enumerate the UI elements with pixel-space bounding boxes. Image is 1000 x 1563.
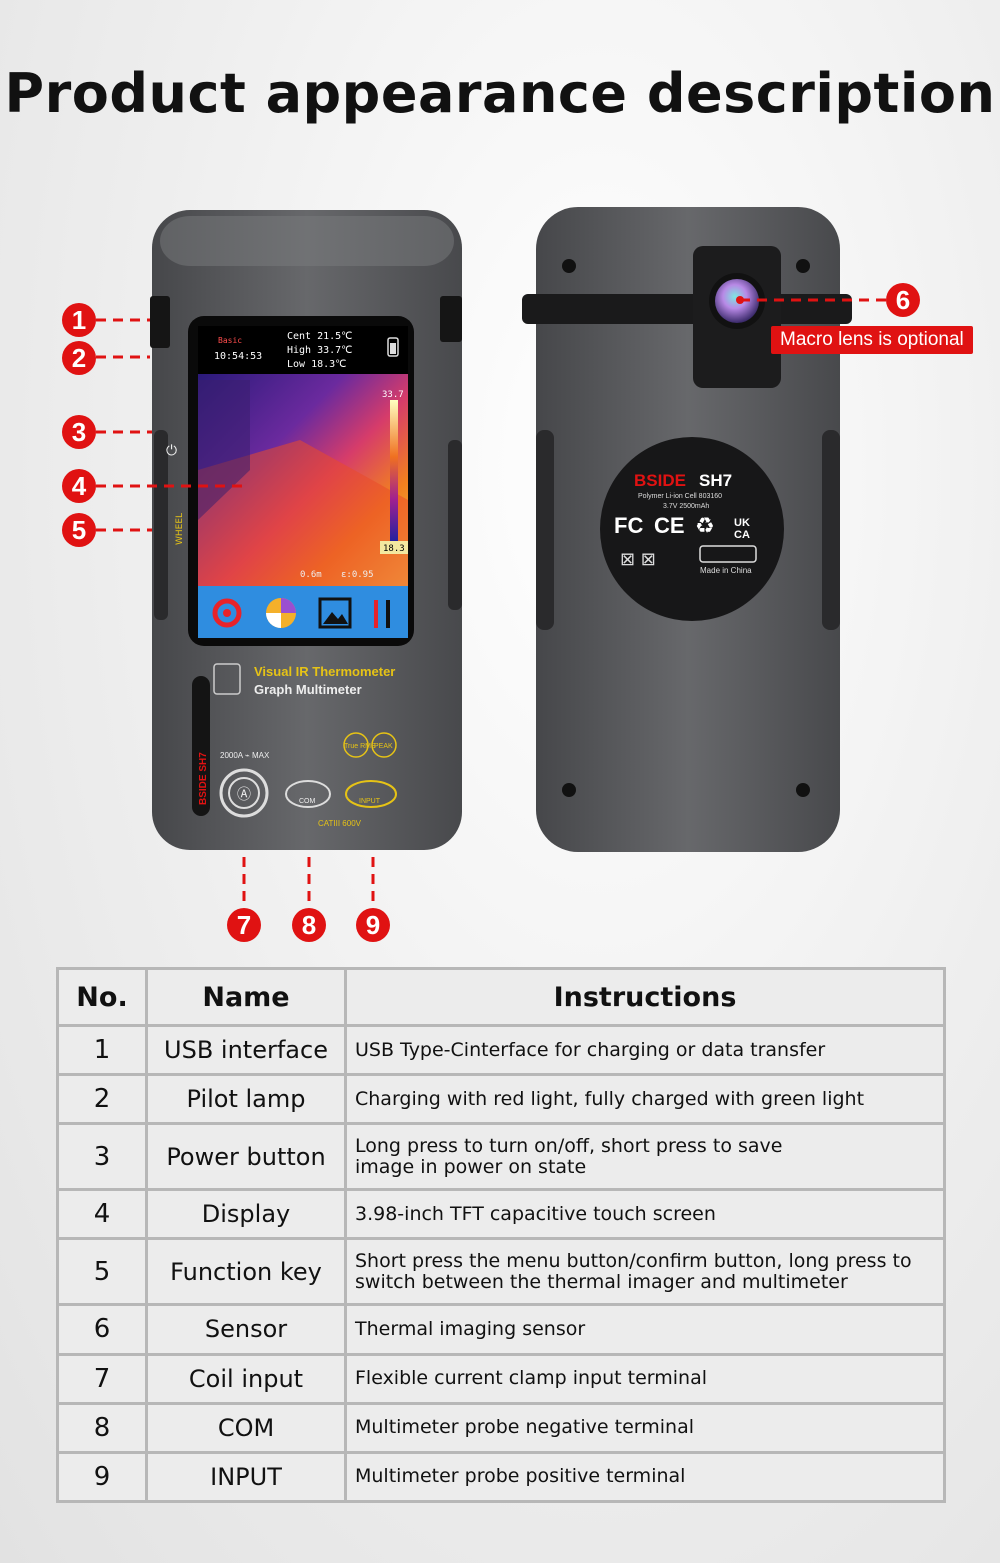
wheel-label: WHEEL	[175, 513, 185, 545]
product-illustration: ⏻ WHEEL Basic 10:54:53 Cent 21.5℃ High 3…	[96, 207, 886, 906]
back-brand: BSIDE	[634, 471, 686, 490]
weee-icon: ⊠ ⊠	[620, 549, 656, 570]
row-instructions: Flexible current clamp input terminal	[344, 1352, 946, 1405]
row-instructions: Charging with red light, fully charged w…	[344, 1073, 946, 1126]
row-name: Sensor	[145, 1303, 347, 1356]
header-no: No.	[56, 967, 148, 1027]
callout-5: 5	[62, 513, 96, 547]
row-name: Pilot lamp	[145, 1073, 347, 1126]
gallery-icon[interactable]	[318, 597, 352, 629]
row-no: 7	[56, 1352, 148, 1405]
back-model: SH7	[699, 471, 732, 490]
battery-icon	[387, 337, 399, 357]
row-name: INPUT	[145, 1450, 347, 1504]
clamp-icon: Ⓐ	[237, 786, 251, 802]
callout-4: 4	[62, 469, 96, 503]
table-row: 3 Power button Long press to turn on/off…	[56, 1122, 946, 1192]
power-icon: ⏻	[166, 443, 177, 459]
page-title: Product appearance description	[4, 62, 996, 125]
gear-icon[interactable]	[212, 598, 242, 628]
callout-9: 9	[356, 908, 390, 942]
side-strip-label: BSIDE SH7	[198, 752, 209, 805]
table-row: 9 INPUT Multimeter probe positive termin…	[56, 1450, 946, 1504]
row-instructions: Short press the menu button/confirm butt…	[344, 1237, 946, 1307]
fcc-icon: FC	[614, 513, 643, 538]
row-no: 4	[56, 1188, 148, 1241]
screen-low: Low 18.3℃	[287, 359, 346, 370]
input-port[interactable]	[345, 780, 397, 808]
scale-max: 33.7	[382, 390, 404, 400]
screen-emissivity: ε:0.95	[341, 570, 374, 580]
row-no: 1	[56, 1023, 148, 1077]
coil-input-port[interactable]	[219, 768, 269, 818]
device-front: ⏻ WHEEL Basic 10:54:53 Cent 21.5℃ High 3…	[150, 210, 462, 850]
leader-lines	[96, 298, 886, 906]
row-name: USB interface	[145, 1023, 347, 1077]
row-name: Coil input	[145, 1352, 347, 1405]
input-label: INPUT	[359, 798, 381, 805]
table-row: 5 Function key Short press the menu butt…	[56, 1237, 946, 1307]
table-row: 8 COM Multimeter probe negative terminal	[56, 1401, 946, 1454]
ce-icon: CE	[654, 513, 685, 538]
row-instructions: Thermal imaging sensor	[344, 1303, 946, 1356]
brand-line-1: Visual IR Thermometer	[254, 664, 395, 679]
com-label: COM	[299, 798, 316, 805]
row-no: 3	[56, 1122, 148, 1192]
color-scale	[390, 400, 398, 542]
row-no: 5	[56, 1237, 148, 1307]
row-instructions: 3.98-inch TFT capacitive touch screen	[344, 1188, 946, 1241]
screen-time: 10:54:53	[214, 351, 262, 362]
peak-badge: PEAK	[374, 743, 393, 750]
com-port[interactable]	[285, 780, 331, 808]
row-name: COM	[145, 1401, 347, 1454]
header-name: Name	[145, 967, 347, 1027]
screen-mode: Basic	[218, 336, 242, 345]
usb-port-cover	[150, 296, 170, 348]
callout-6: 6	[886, 283, 920, 317]
table-row: 7 Coil input Flexible current clamp inpu…	[56, 1352, 946, 1405]
made-in-label: Made in China	[700, 566, 752, 575]
clamp-rating: 2000A ⌁ MAX	[220, 751, 270, 760]
battery-line-1: Polymer Li-ion Cell 803160	[638, 493, 722, 500]
recycle-icon: ♻	[695, 514, 715, 539]
row-no: 2	[56, 1073, 148, 1126]
callout-7: 7	[227, 908, 261, 942]
callout-2: 2	[62, 341, 96, 375]
row-instructions: USB Type-Cinterface for charging or data…	[344, 1023, 946, 1077]
true-rms-badge: True RMS	[344, 743, 376, 750]
row-name: Power button	[145, 1122, 347, 1192]
device-back: BSIDE SH7 Polymer Li-ion Cell 803160 3.7…	[522, 207, 852, 852]
table-header-row: No. Name Instructions	[56, 967, 946, 1027]
callout-3: 3	[62, 415, 96, 449]
cat-rating: CATIII 600V	[318, 819, 362, 828]
row-no: 8	[56, 1401, 148, 1454]
brand-line-2: Graph Multimeter	[254, 682, 362, 697]
battery-line-2: 3.7V 2500mAh	[663, 503, 709, 510]
table-row: 2 Pilot lamp Charging with red light, fu…	[56, 1073, 946, 1126]
header-instructions: Instructions	[344, 967, 946, 1027]
callout-1: 1	[62, 303, 96, 337]
row-instructions: Long press to turn on/off, short press t…	[344, 1122, 946, 1192]
screen-distance: 0.6m	[300, 570, 322, 580]
scale-min: 18.3	[383, 544, 405, 554]
label-plate	[600, 437, 784, 621]
screen-high: High 33.7℃	[287, 345, 352, 356]
row-no: 6	[56, 1303, 148, 1356]
row-name: Function key	[145, 1237, 347, 1307]
thermometer-icon	[213, 663, 241, 695]
table-row: 1 USB interface USB Type-Cinterface for …	[56, 1023, 946, 1077]
row-instructions: Multimeter probe negative terminal	[344, 1401, 946, 1454]
macro-lens-note: Macro lens is optional	[771, 326, 973, 354]
row-instructions: Multimeter probe positive terminal	[344, 1450, 946, 1504]
spec-table: No. Name Instructions 1 USB interface US…	[56, 967, 946, 1504]
row-no: 9	[56, 1450, 148, 1504]
table-row: 4 Display 3.98-inch TFT capacitive touch…	[56, 1188, 946, 1241]
screen-cent: Cent 21.5℃	[287, 331, 352, 342]
ukca-icon: UK	[734, 517, 750, 529]
table-row: 6 Sensor Thermal imaging sensor	[56, 1303, 946, 1356]
svg-text:CA: CA	[734, 529, 750, 541]
row-name: Display	[145, 1188, 347, 1241]
callout-8: 8	[292, 908, 326, 942]
